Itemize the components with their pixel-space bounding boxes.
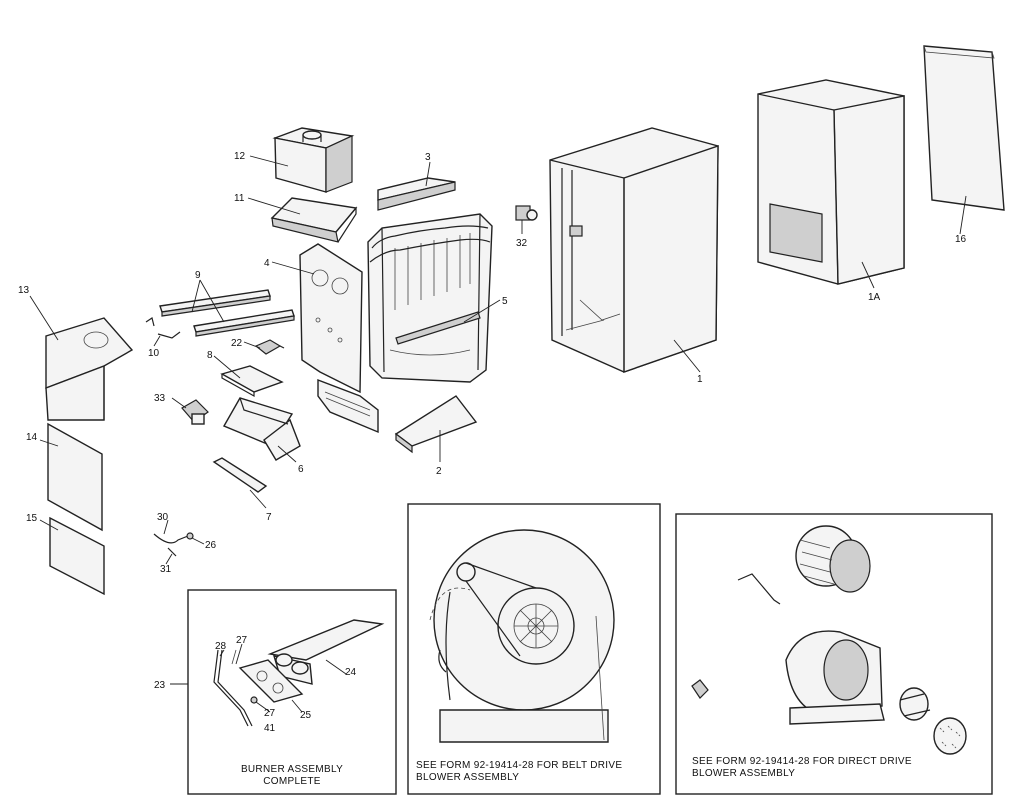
part-30-31-26-sensor (153, 532, 194, 557)
belt-caption-line1: SEE FORM 92-19414-28 FOR BELT DRIVE (416, 760, 622, 771)
part-32-switch (515, 205, 538, 221)
label-1a: 1A (868, 292, 881, 303)
part-33-valve (181, 399, 209, 425)
label-14: 14 (26, 432, 38, 443)
label-11: 11 (234, 193, 245, 204)
part-7-strip (212, 457, 268, 493)
captions: BURNER ASSEMBLY COMPLETE SEE FORM 92-194… (241, 756, 912, 787)
part-1a-cabinet (757, 79, 905, 285)
label-30: 30 (157, 512, 169, 523)
direct-caption-line1: SEE FORM 92-19414-28 FOR DIRECT DRIVE (692, 756, 912, 767)
part-15-panel (49, 516, 105, 596)
label-9: 9 (195, 270, 201, 281)
label-6: 6 (298, 464, 304, 475)
label-24: 24 (345, 667, 357, 678)
burner-assembly-box (187, 589, 397, 795)
label-12: 12 (234, 151, 246, 162)
part-labels: 12 11 3 4 5 9 10 22 8 6 7 2 33 13 14 15 … (18, 151, 967, 734)
part-13-front-panel (45, 317, 134, 421)
belt-caption-line2: BLOWER ASSEMBLY (416, 772, 519, 783)
label-31: 31 (160, 564, 172, 575)
label-1: 1 (697, 374, 703, 385)
label-8: 8 (207, 350, 213, 361)
part-14-panel (47, 422, 103, 532)
burner-caption-line2: COMPLETE (263, 776, 320, 787)
part-6-burner-box (222, 397, 301, 461)
label-27-bottom: 27 (264, 708, 276, 719)
label-2: 2 (436, 466, 442, 477)
part-9-rails (159, 289, 295, 337)
part-11-tray (270, 197, 358, 243)
label-25: 25 (300, 710, 312, 721)
direct-caption-line2: BLOWER ASSEMBLY (692, 768, 795, 779)
burner-caption-line1: BURNER ASSEMBLY (241, 764, 343, 775)
part-3-baffle (377, 177, 456, 211)
label-27-top: 27 (236, 635, 248, 646)
label-41: 41 (264, 723, 276, 734)
part-12-top-box (272, 127, 355, 193)
label-16: 16 (955, 234, 967, 245)
label-13: 13 (18, 285, 30, 296)
leader-lines (29, 155, 967, 713)
part-16-side-panel (923, 45, 1005, 211)
label-26: 26 (205, 540, 217, 551)
label-15: 15 (26, 513, 38, 524)
label-10: 10 (148, 348, 160, 359)
part-22-component (254, 339, 285, 355)
label-5: 5 (502, 296, 508, 307)
belt-drive-blower-box (407, 503, 661, 795)
part-4-panel (299, 243, 379, 434)
label-28: 28 (215, 641, 227, 652)
direct-drive-blower-box (675, 513, 993, 795)
part-8-plate (220, 365, 284, 398)
label-7: 7 (266, 512, 272, 523)
part-5-heat-exchanger (367, 213, 493, 383)
part-2-baffle (394, 395, 478, 454)
label-23: 23 (154, 680, 166, 691)
label-22: 22 (231, 338, 243, 349)
label-3: 3 (425, 152, 431, 163)
part-1-cabinet (549, 127, 719, 373)
label-33: 33 (154, 393, 166, 404)
label-32: 32 (516, 238, 528, 249)
part-10-bracket (145, 317, 181, 339)
label-4: 4 (264, 258, 270, 269)
